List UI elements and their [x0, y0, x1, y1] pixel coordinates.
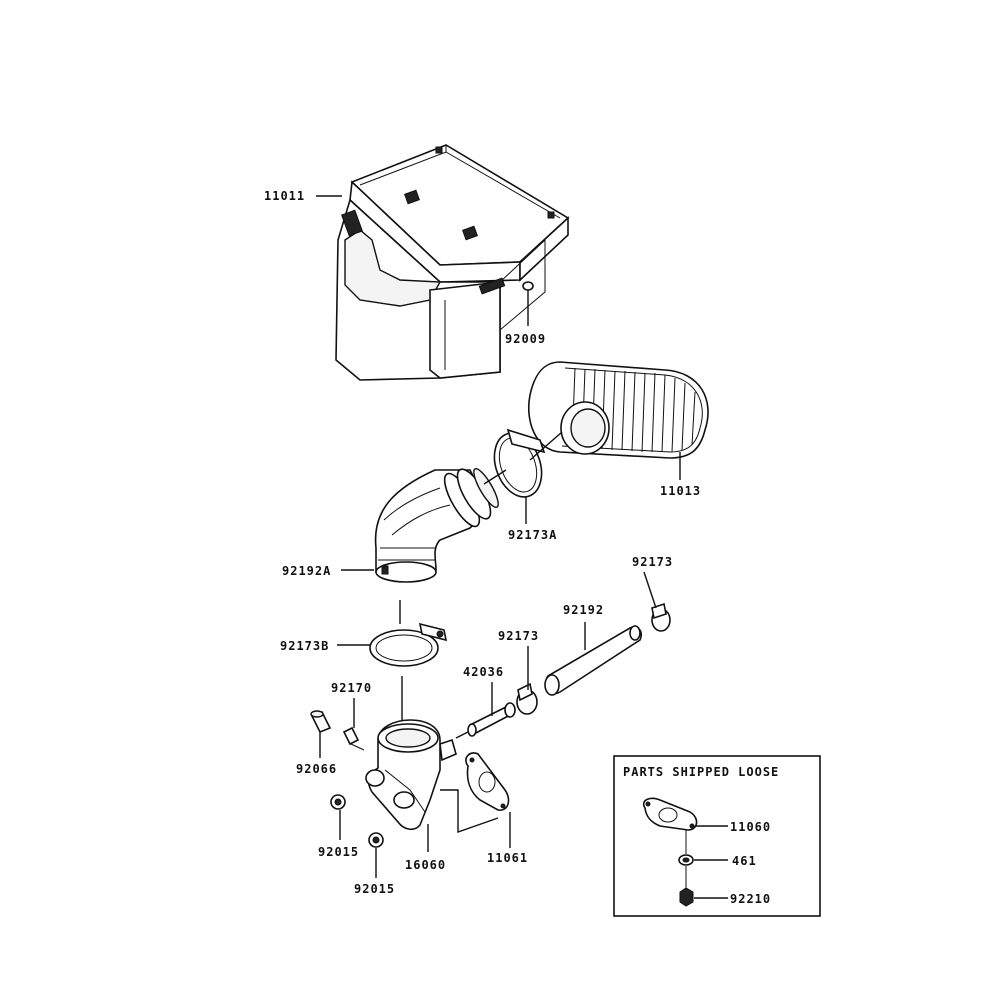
label-92173a: 92173A — [508, 528, 557, 542]
fitting-92170 — [342, 726, 365, 751]
nut-92210 — [679, 887, 694, 907]
label-11011: 11011 — [264, 189, 305, 203]
leader-lines — [316, 195, 681, 878]
label-92192a: 92192A — [282, 564, 331, 578]
label-92173-mid: 92173 — [498, 629, 539, 643]
clamp-92173-mid — [516, 682, 538, 715]
air-filter-element — [528, 361, 709, 459]
cap-92066 — [310, 710, 332, 734]
label-11060: 11060 — [730, 820, 771, 834]
fitting-42036 — [455, 702, 516, 739]
label-92015-b: 92015 — [354, 882, 395, 896]
label-92015-a: 92015 — [318, 845, 359, 859]
elbow-hose-92192a — [374, 468, 499, 583]
clamp-92173b — [369, 622, 448, 667]
gasket-11060 — [642, 797, 698, 831]
clamp-92173a — [493, 428, 546, 498]
label-461: 461 — [732, 854, 757, 868]
nut-92015-a — [330, 794, 346, 810]
label-92066: 92066 — [296, 762, 337, 776]
loose-box-title: PARTS SHIPPED LOOSE — [623, 765, 779, 779]
clamp-92173-top — [651, 602, 671, 632]
gasket-11061 — [440, 752, 510, 833]
air-cleaner-cover — [335, 144, 570, 381]
tube-92192 — [544, 625, 643, 696]
parts-shipped-loose-box: PARTS SHIPPED LOOSE 11060 461 92210 — [613, 755, 821, 917]
label-92210: 92210 — [730, 892, 771, 906]
label-92170: 92170 — [331, 681, 372, 695]
label-92173-top: 92173 — [632, 555, 673, 569]
washer-461 — [678, 854, 694, 866]
label-16060: 16060 — [405, 858, 446, 872]
part-labels: 11011 92009 11013 92173A 92192A 92173B 9… — [264, 189, 701, 896]
nut-92015-b — [368, 832, 384, 848]
label-92009: 92009 — [505, 332, 546, 346]
label-92173b: 92173B — [280, 639, 329, 653]
label-42036: 42036 — [463, 665, 504, 679]
label-11013: 11013 — [660, 484, 701, 498]
holder-16060 — [365, 719, 457, 831]
screw-92009 — [522, 281, 534, 296]
label-92192: 92192 — [563, 603, 604, 617]
guide-lines — [399, 431, 563, 720]
label-11061: 11061 — [487, 851, 528, 865]
